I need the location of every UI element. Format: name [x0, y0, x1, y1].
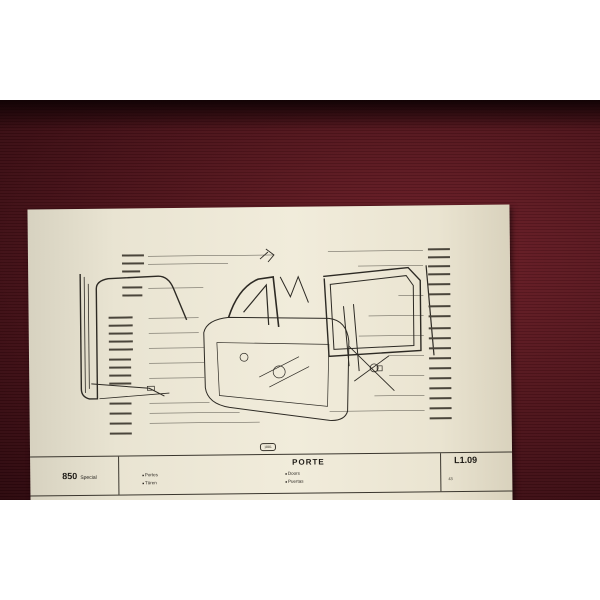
divider	[440, 453, 442, 492]
sheet-code: L1.09	[454, 454, 478, 466]
door-exploded-diagram	[79, 248, 452, 435]
sheet-sub-code: 43	[448, 476, 453, 482]
divider	[118, 456, 120, 495]
drawing-number-badge: 1881	[259, 442, 277, 452]
language-label-de: Türen	[142, 480, 157, 485]
model-number: 850	[62, 471, 78, 482]
language-label-es: Puertas	[285, 479, 304, 484]
language-label-fr: Portes	[142, 472, 158, 477]
section-title: PORTE	[292, 457, 325, 467]
language-label-en: Doors	[285, 471, 300, 476]
model-suffix: Special	[80, 474, 97, 481]
